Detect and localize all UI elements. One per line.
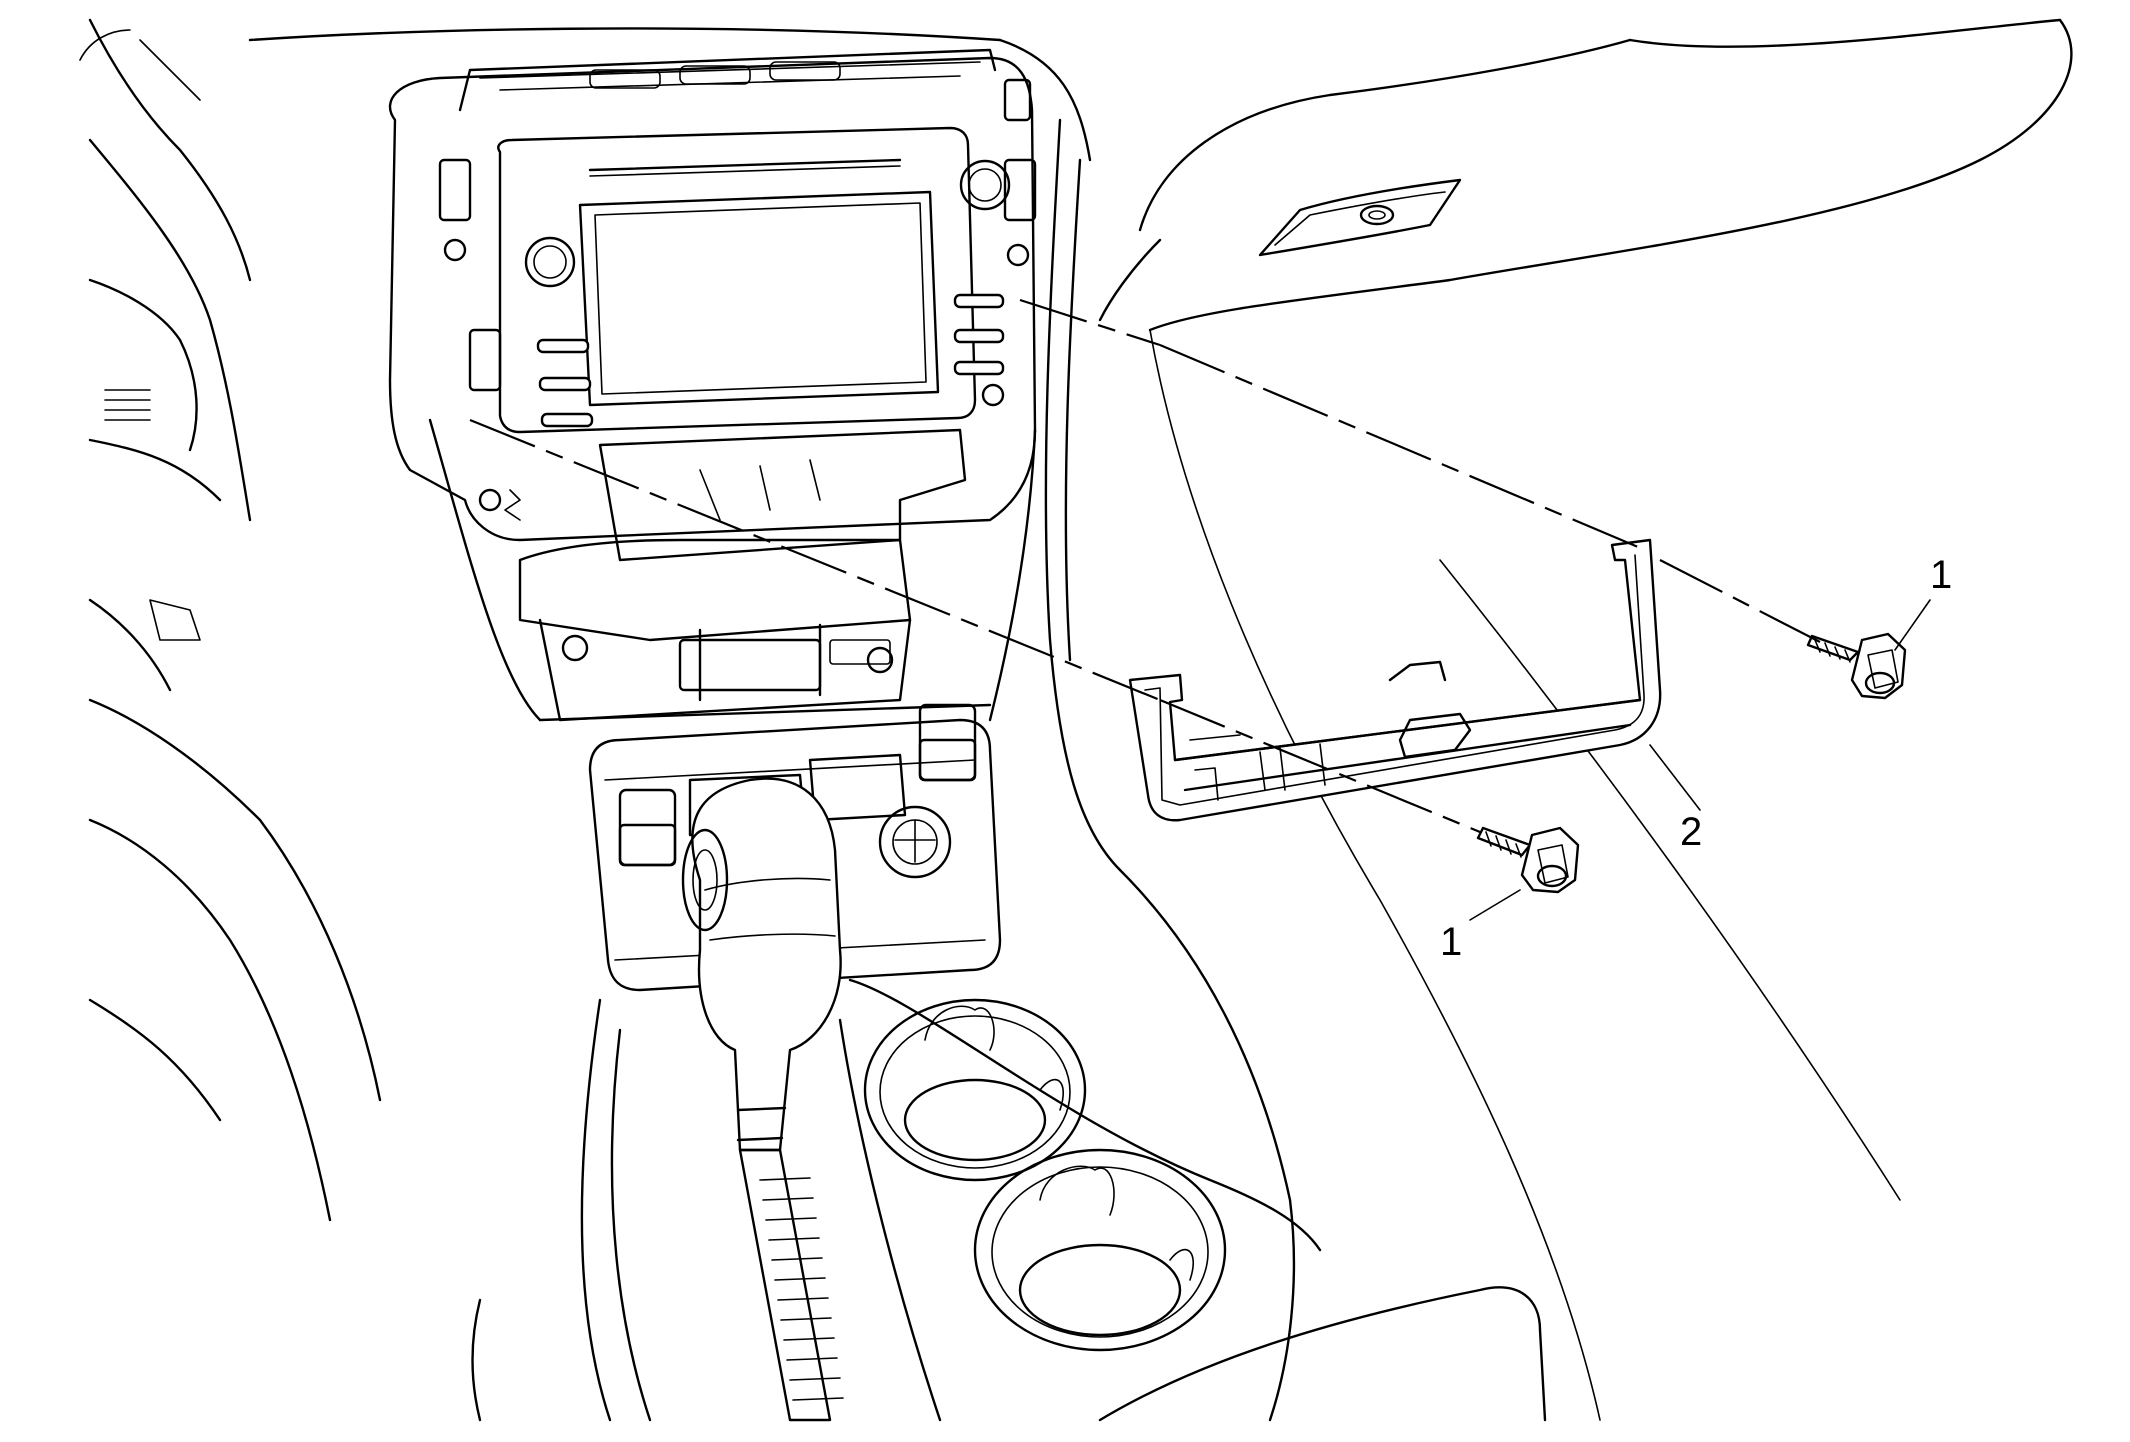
callout-bolt-upper-right: 1 <box>1930 553 1952 597</box>
callout-bolt-lower: 1 <box>1440 920 1462 964</box>
armrest <box>1098 1286 1547 1422</box>
callout-bracket: 2 <box>1680 810 1702 854</box>
radio-bracket <box>1128 538 1662 822</box>
alignment-lines <box>469 298 1821 834</box>
gear-shifter <box>580 777 942 1422</box>
steering-wheel <box>79 18 482 1422</box>
cup-holders <box>848 978 1322 1352</box>
callout-leaders <box>1469 599 1931 921</box>
bolt-lower <box>1476 826 1580 894</box>
bolt-upper-right <box>1806 632 1907 700</box>
dashboard-outline <box>248 18 2073 1422</box>
console-cavity <box>428 418 1037 722</box>
shift-gate-slats <box>759 1177 844 1401</box>
radio-unit <box>388 48 1037 542</box>
dash-vent <box>1258 178 1462 257</box>
